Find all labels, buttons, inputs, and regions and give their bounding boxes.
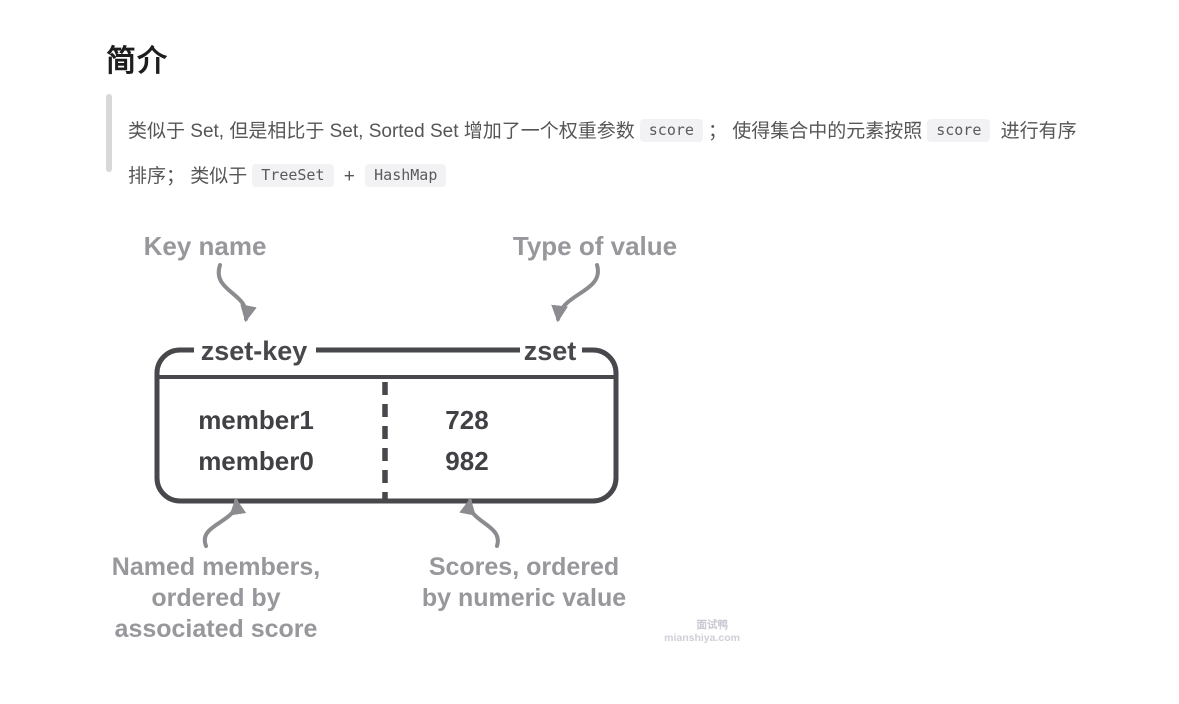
- scores-annotation-arrow: [459, 497, 500, 548]
- zset-box: [154, 347, 619, 504]
- members-annotation-arrow: [202, 497, 247, 548]
- key-name-gap: [194, 332, 316, 368]
- member-cell: member0: [198, 446, 314, 476]
- key-name-arrow: [216, 263, 257, 323]
- members-annotation: Named members,: [112, 553, 320, 581]
- text-segment: ； 使得集合中的元素按照: [707, 121, 923, 142]
- text-segment: 排序； 类似于: [128, 166, 248, 187]
- type-of-value-label: Type of value: [513, 231, 677, 261]
- zset-type-text: zset: [524, 336, 577, 366]
- inline-code: score: [639, 119, 703, 142]
- member-cell: member1: [198, 405, 314, 435]
- key-name-label: Key name: [144, 231, 267, 261]
- score-cell: 728: [445, 405, 488, 435]
- zset-structure-diagram: Key name Type of value zset-key zset mem…: [112, 231, 740, 644]
- blockquote-border: [106, 94, 112, 172]
- watermark-url: mianshiya.com: [664, 632, 740, 644]
- page-title: 简介: [106, 45, 168, 78]
- watermark-text: 面试鸭: [697, 618, 729, 631]
- type-of-value-arrow: [551, 263, 600, 323]
- inline-code: HashMap: [365, 164, 447, 187]
- value-type-gap: [520, 332, 582, 368]
- intro-paragraph: 类似于 Set, 但是相比于 Set, Sorted Set 增加了一个权重参数…: [128, 109, 1077, 199]
- inline-code: TreeSet: [252, 164, 334, 187]
- text-segment: +: [338, 166, 361, 187]
- text-segment: 类似于 Set, 但是相比于 Set, Sorted Set 增加了一个权重参数: [128, 121, 635, 142]
- inline-code: score: [927, 119, 991, 142]
- members-annotation: ordered by: [151, 584, 280, 612]
- scores-annotation: by numeric value: [422, 584, 626, 612]
- text-segment: 进行有序: [995, 121, 1077, 142]
- scores-annotation: Scores, ordered: [429, 553, 619, 581]
- zset-key-text: zset-key: [201, 336, 308, 366]
- score-cell: 982: [445, 446, 488, 476]
- members-annotation: associated score: [115, 615, 318, 643]
